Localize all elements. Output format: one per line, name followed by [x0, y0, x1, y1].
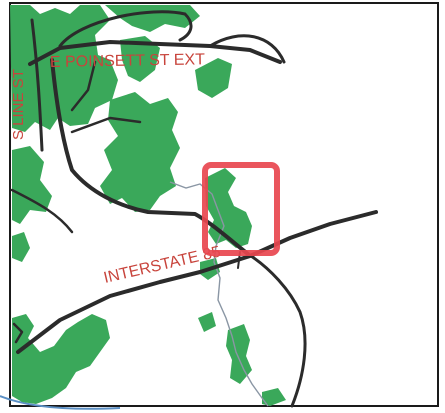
road-southern: [246, 252, 307, 408]
green-area: [195, 58, 232, 98]
green-area: [12, 314, 110, 404]
green-area: [10, 5, 118, 132]
outer-blue-edge: [0, 395, 121, 410]
road-left-south: [12, 322, 24, 344]
road-branch-a: [70, 116, 142, 134]
green-area: [198, 312, 216, 332]
road-branch-c: [10, 188, 74, 234]
green-area: [12, 232, 30, 262]
road-line-st: [30, 18, 44, 152]
green-area: [12, 146, 52, 224]
road-branch-b: [70, 60, 97, 112]
green-area: [120, 36, 160, 82]
road-middle: [50, 58, 250, 256]
highlight-box: [202, 162, 280, 256]
roads: [10, 10, 378, 408]
road-upper-loop: [58, 10, 193, 48]
road-interstate: [16, 210, 378, 354]
road-poinsett: [28, 40, 282, 66]
label-poinsett: E POINSETT ST EXT: [50, 51, 205, 71]
green-area: [262, 388, 286, 406]
green-area: [100, 92, 180, 212]
road-upper-right: [208, 34, 286, 64]
label-line-st: S LINE ST: [10, 69, 27, 140]
